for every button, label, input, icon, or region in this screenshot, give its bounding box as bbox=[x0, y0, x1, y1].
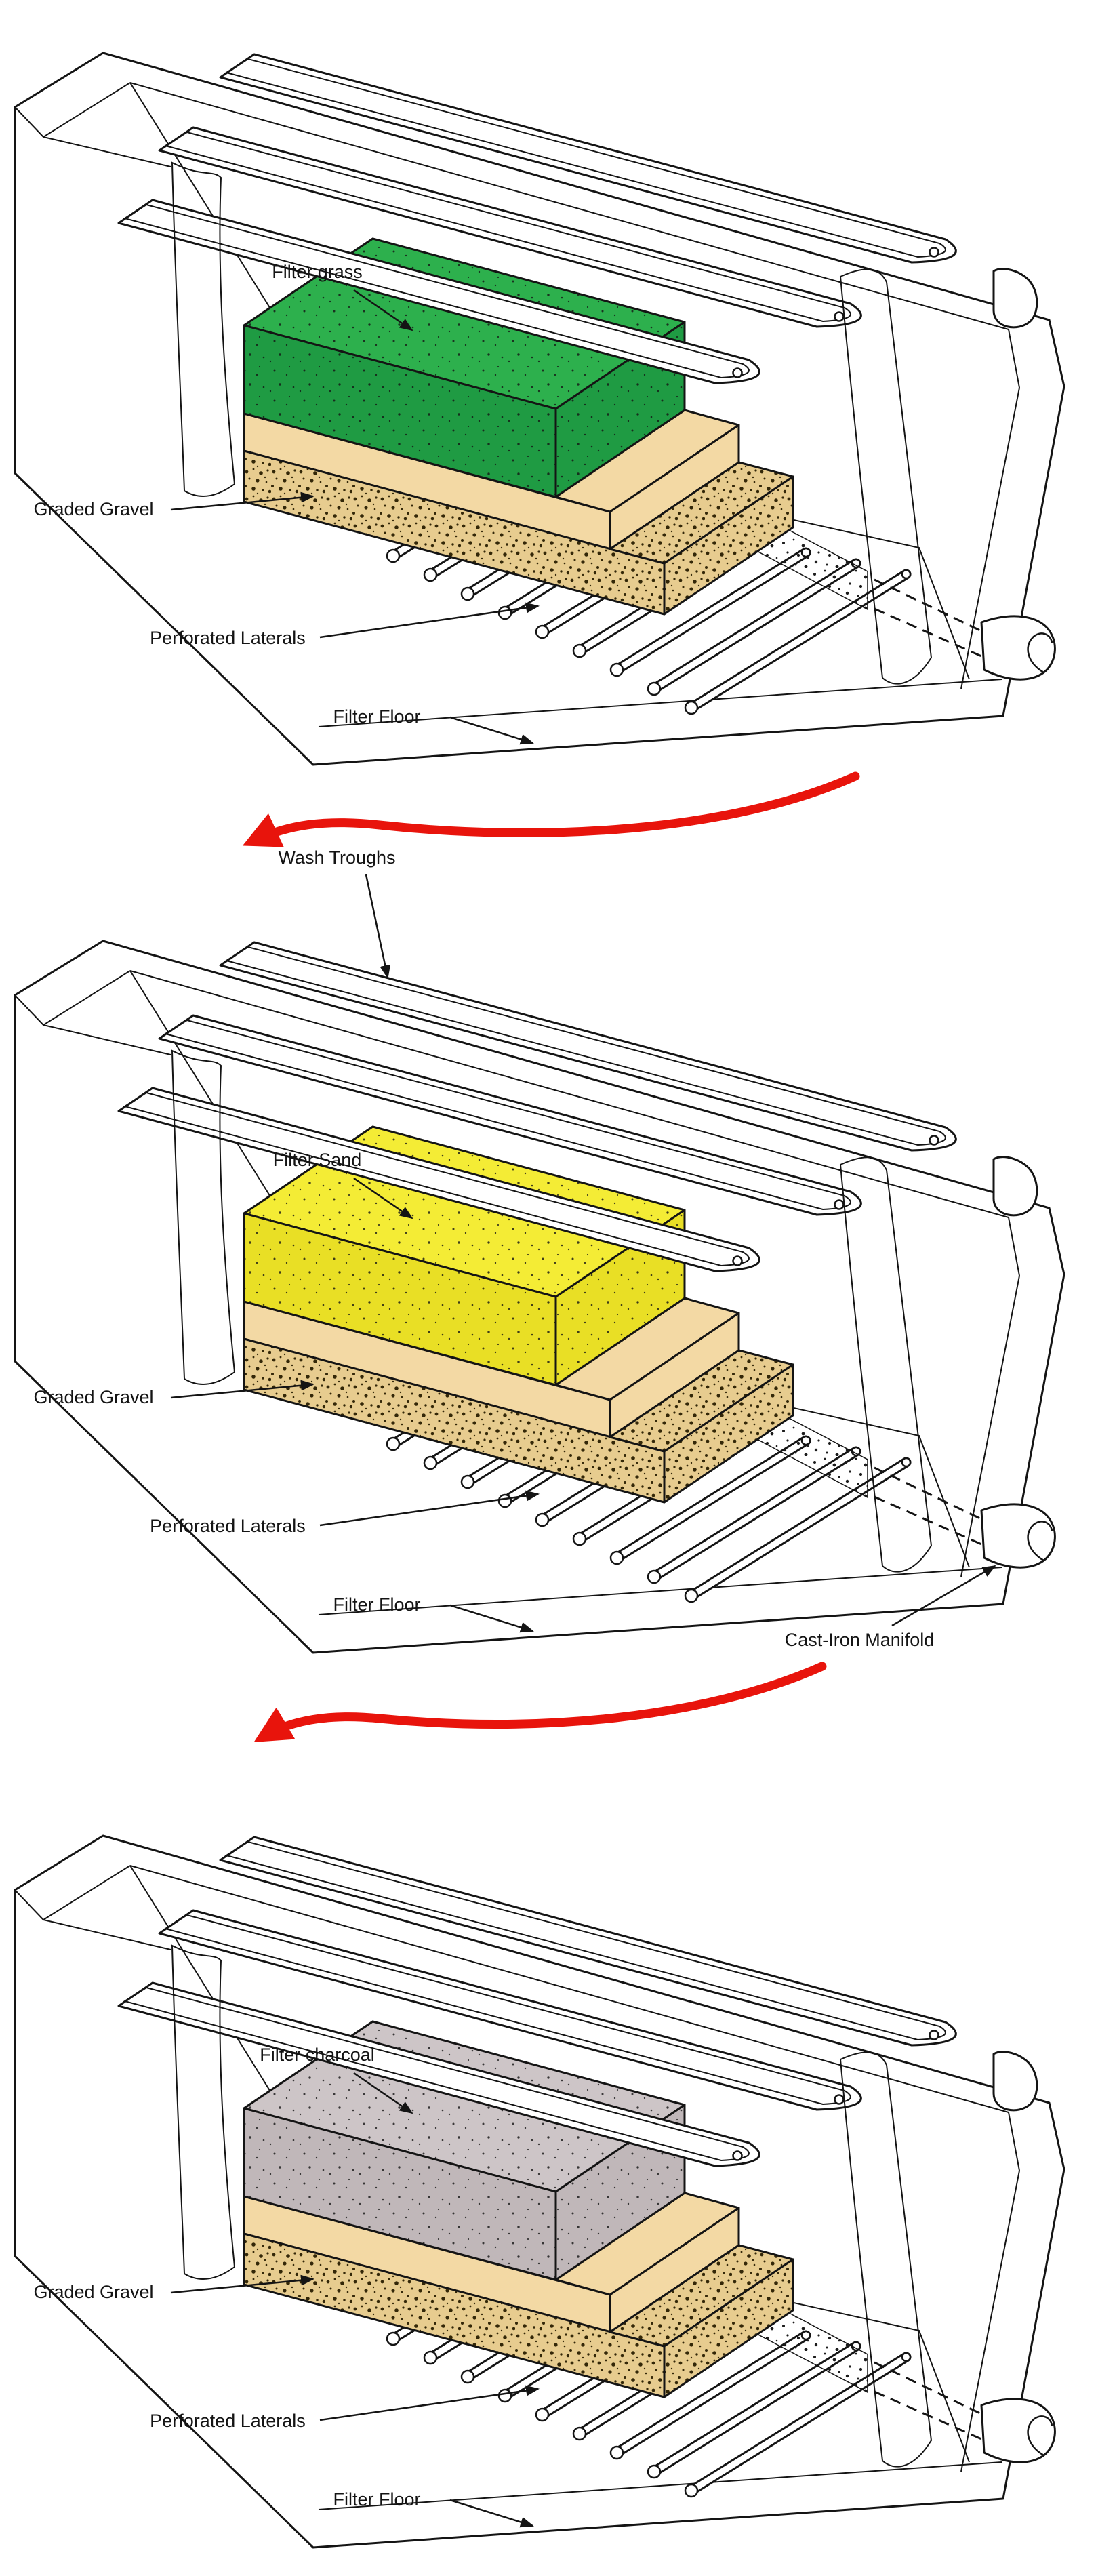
label-filter-floor: Filter Floor bbox=[333, 1594, 420, 1615]
red-flow-arrow bbox=[253, 1662, 827, 1742]
label-perforated-laterals: Perforated Laterals bbox=[150, 1516, 306, 1536]
label-graded-gravel: Graded Gravel bbox=[33, 499, 153, 519]
filter-diagram-panel-grass: Filter grass Graded Gravel Perforated La… bbox=[0, 7, 1117, 769]
label-perforated-laterals: Perforated Laterals bbox=[150, 2411, 306, 2431]
label-filter-media: Filter charcoal bbox=[260, 2045, 375, 2065]
filter-tank-drawing bbox=[15, 941, 1064, 1653]
label-graded-gravel: Graded Gravel bbox=[33, 1387, 153, 1407]
label-filter-media: Filter grass bbox=[272, 262, 363, 282]
leader-wash-troughs bbox=[365, 874, 391, 979]
label-wash-troughs: Wash Troughs bbox=[278, 847, 395, 868]
flow-arrow-top-to-middle bbox=[242, 771, 860, 847]
filter-diagram-panel-sand: Wash Troughs Filter Sand Graded Gravel P… bbox=[0, 847, 1117, 1688]
flow-arrow-middle-to-bottom bbox=[253, 1662, 827, 1742]
label-filter-media: Filter Sand bbox=[273, 1150, 362, 1170]
label-cast-iron-manifold: Cast-Iron Manifold bbox=[785, 1630, 935, 1650]
label-filter-floor: Filter Floor bbox=[333, 706, 420, 727]
label-perforated-laterals: Perforated Laterals bbox=[150, 628, 306, 648]
label-graded-gravel: Graded Gravel bbox=[33, 2282, 153, 2302]
filter-tank-drawing bbox=[15, 1836, 1064, 2548]
red-flow-arrow bbox=[242, 771, 860, 847]
filter-diagram-panel-charcoal: Filter charcoal Graded Gravel Perforated… bbox=[0, 1790, 1117, 2552]
leader-cast-iron-manifold bbox=[891, 1565, 996, 1627]
filter-tank-drawing bbox=[15, 53, 1064, 765]
label-filter-floor: Filter Floor bbox=[333, 2489, 420, 2510]
